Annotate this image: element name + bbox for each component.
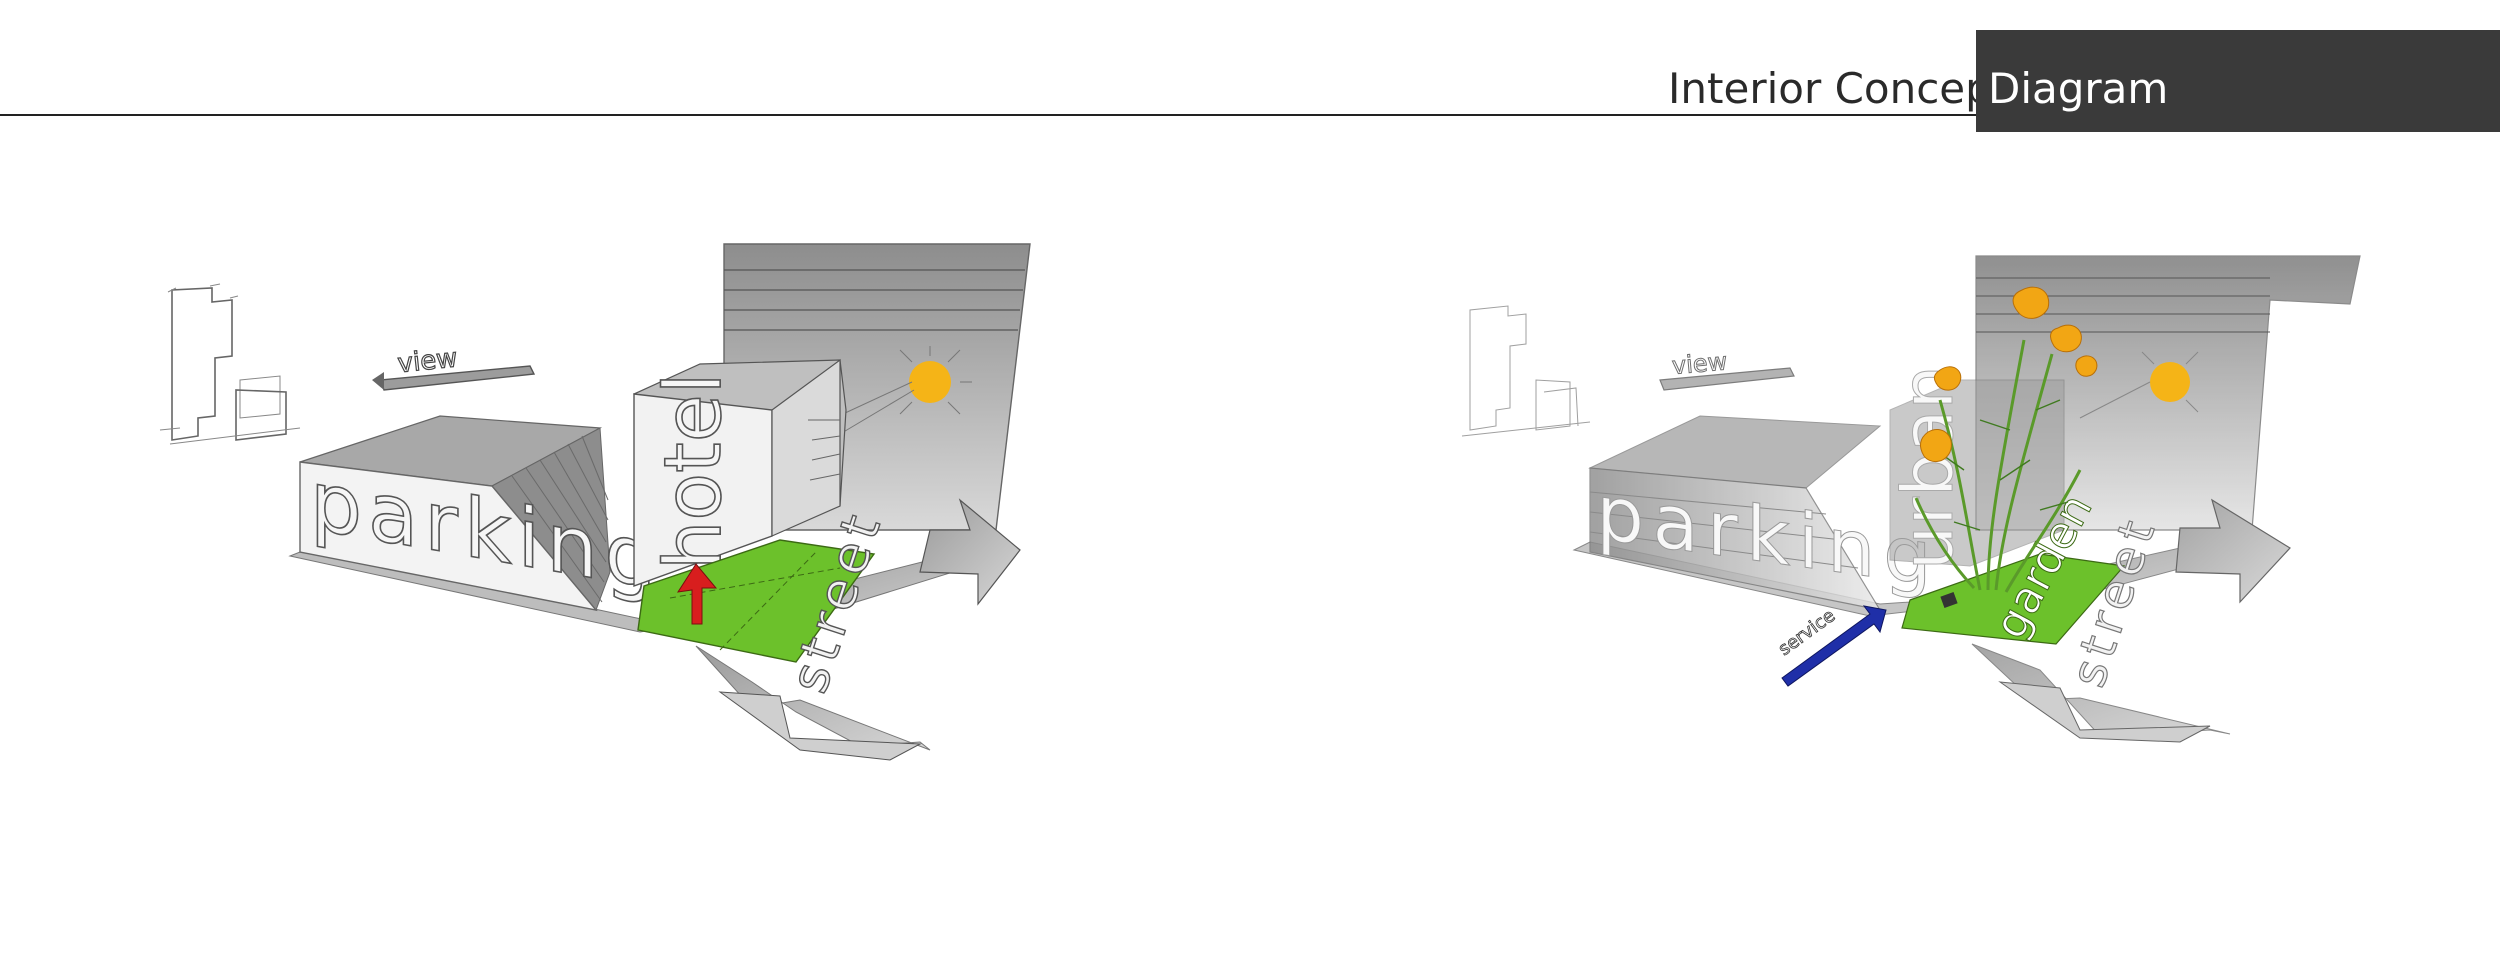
left-parking-block: parking bbox=[300, 416, 662, 610]
page-title-dark: Diagram bbox=[1988, 60, 2168, 118]
view-platform: view bbox=[1660, 347, 1794, 390]
skyline-sketch bbox=[1462, 306, 1590, 436]
left-hotel-label: hotel bbox=[649, 373, 739, 570]
skyline-sketch bbox=[160, 284, 300, 444]
page-title-light: Interior Concept bbox=[1668, 60, 2008, 118]
right-view-label: view bbox=[1671, 347, 1728, 380]
right-diagram-svg: view parking urban bbox=[1440, 230, 2380, 770]
left-view-label: view bbox=[396, 343, 459, 379]
right-concept-diagram: view parking urban bbox=[1440, 230, 2380, 770]
view-platform: view bbox=[372, 343, 534, 390]
left-concept-diagram: view bbox=[140, 230, 1080, 770]
blue-arrow-icon: service bbox=[1775, 605, 1886, 686]
title-band: Diagram bbox=[1976, 30, 2500, 132]
left-diagram-svg: view bbox=[140, 230, 1080, 770]
